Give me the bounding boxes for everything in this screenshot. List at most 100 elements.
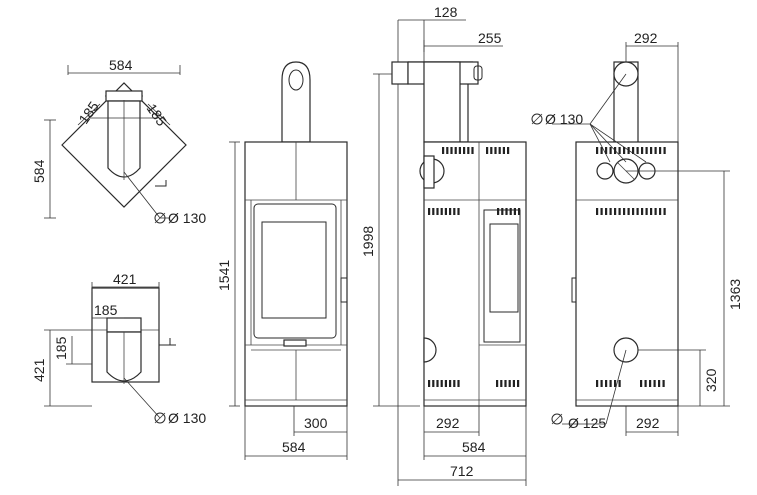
flat-offset-vertical-label: 185 xyxy=(53,336,69,360)
vent-slot xyxy=(471,147,474,154)
flat-depth-label: 421 xyxy=(31,358,47,382)
vent-slot xyxy=(600,147,603,154)
flat-width-label: 421 xyxy=(113,271,137,287)
vent-slot xyxy=(505,208,508,215)
vent-slot xyxy=(614,380,617,387)
vent-slot xyxy=(596,208,599,215)
vent-slot xyxy=(440,208,443,215)
vent-slot xyxy=(486,147,489,154)
flat-offset-label: 185 xyxy=(94,302,118,318)
vent-slot xyxy=(618,208,621,215)
vent-slot xyxy=(457,208,460,215)
vent-slot xyxy=(453,380,456,387)
vent-slots xyxy=(428,147,666,387)
vent-slot xyxy=(600,380,603,387)
vent-slot xyxy=(623,147,626,154)
vent-slot xyxy=(428,380,431,387)
side-width-label: 584 xyxy=(462,439,486,455)
front-view: 1541 300 584 xyxy=(216,61,348,460)
vent-slot xyxy=(444,208,447,215)
vent-slot xyxy=(654,147,657,154)
vent-slot xyxy=(609,147,612,154)
vent-slot xyxy=(444,380,447,387)
flat-flue-diameter-label: Ø 130 xyxy=(168,410,206,426)
vent-slot xyxy=(494,147,497,154)
vent-slot xyxy=(650,147,653,154)
front-height-label: 1541 xyxy=(216,260,232,291)
vent-slot xyxy=(632,147,635,154)
vent-slot xyxy=(518,208,521,215)
rear-bottom-flue-diameter-label: Ø 125 xyxy=(568,415,606,431)
vent-slot xyxy=(502,147,505,154)
side-top-offset-label: 128 xyxy=(434,4,458,20)
vent-slot xyxy=(605,208,608,215)
front-width-label: 584 xyxy=(282,439,306,455)
front-offset-label: 300 xyxy=(304,415,328,431)
vent-slot xyxy=(641,208,644,215)
vent-slot xyxy=(627,208,630,215)
rear-outlet-height-label: 1363 xyxy=(727,279,743,310)
vent-slot xyxy=(442,147,445,154)
vent-slot xyxy=(436,380,439,387)
vent-slot xyxy=(632,208,635,215)
side-pipe-length-label: 255 xyxy=(478,30,502,46)
corner-flue-diameter-label: Ø 130 xyxy=(168,210,206,226)
vent-slot xyxy=(623,208,626,215)
vent-slot xyxy=(490,147,493,154)
vent-slot xyxy=(463,147,466,154)
vent-slot xyxy=(497,208,500,215)
vent-slot xyxy=(458,147,461,154)
vent-slot xyxy=(453,208,456,215)
top-view-flat: 421 185 421 185 Ø 130 xyxy=(31,271,206,426)
top-view-corner: 584 584 185 185 Ø 130 xyxy=(31,57,206,226)
vent-slot xyxy=(658,380,661,387)
vent-slot xyxy=(605,147,608,154)
vent-slot xyxy=(659,208,662,215)
vent-slot xyxy=(498,147,501,154)
vent-slot xyxy=(653,380,656,387)
vent-slot xyxy=(454,147,457,154)
vent-slot xyxy=(432,380,435,387)
vent-slot xyxy=(662,380,665,387)
corner-width-label: 584 xyxy=(109,57,133,73)
vent-slot xyxy=(449,380,452,387)
vent-slot xyxy=(432,208,435,215)
vent-slot xyxy=(467,147,470,154)
vent-slot xyxy=(614,147,617,154)
vent-slot xyxy=(645,208,648,215)
vent-slot xyxy=(618,380,621,387)
rear-top-flue-diameter-label: Ø 130 xyxy=(545,111,583,127)
vent-slot xyxy=(659,147,662,154)
vent-slot xyxy=(446,147,449,154)
vent-slot xyxy=(428,208,431,215)
vent-slot xyxy=(509,208,512,215)
vent-slot xyxy=(600,208,603,215)
rear-bottom-outlet-height-label: 320 xyxy=(703,368,719,392)
vent-slot xyxy=(645,147,648,154)
vent-slot xyxy=(596,147,599,154)
vent-slot xyxy=(636,147,639,154)
vent-slot xyxy=(605,380,608,387)
vent-slot xyxy=(507,147,510,154)
vent-slot xyxy=(614,208,617,215)
vent-slot xyxy=(500,380,503,387)
rear-bottom-offset-label: 292 xyxy=(636,415,660,431)
rear-top-offset-label: 292 xyxy=(634,30,658,46)
vent-slot xyxy=(450,147,453,154)
vent-slot xyxy=(517,380,520,387)
vent-slot xyxy=(649,380,652,387)
vent-slot xyxy=(636,208,639,215)
vent-slot xyxy=(640,380,643,387)
vent-slot xyxy=(654,208,657,215)
vent-slot xyxy=(440,380,443,387)
vent-slot xyxy=(513,208,516,215)
vent-slot xyxy=(627,147,630,154)
vent-slot xyxy=(618,147,621,154)
corner-depth-label: 584 xyxy=(31,159,47,183)
vent-slot xyxy=(501,208,504,215)
rear-view: 292 Ø 130 1363 320 Ø 125 292 xyxy=(531,30,743,436)
vent-slot xyxy=(508,380,511,387)
vent-slot xyxy=(641,147,644,154)
vent-slot xyxy=(644,380,647,387)
